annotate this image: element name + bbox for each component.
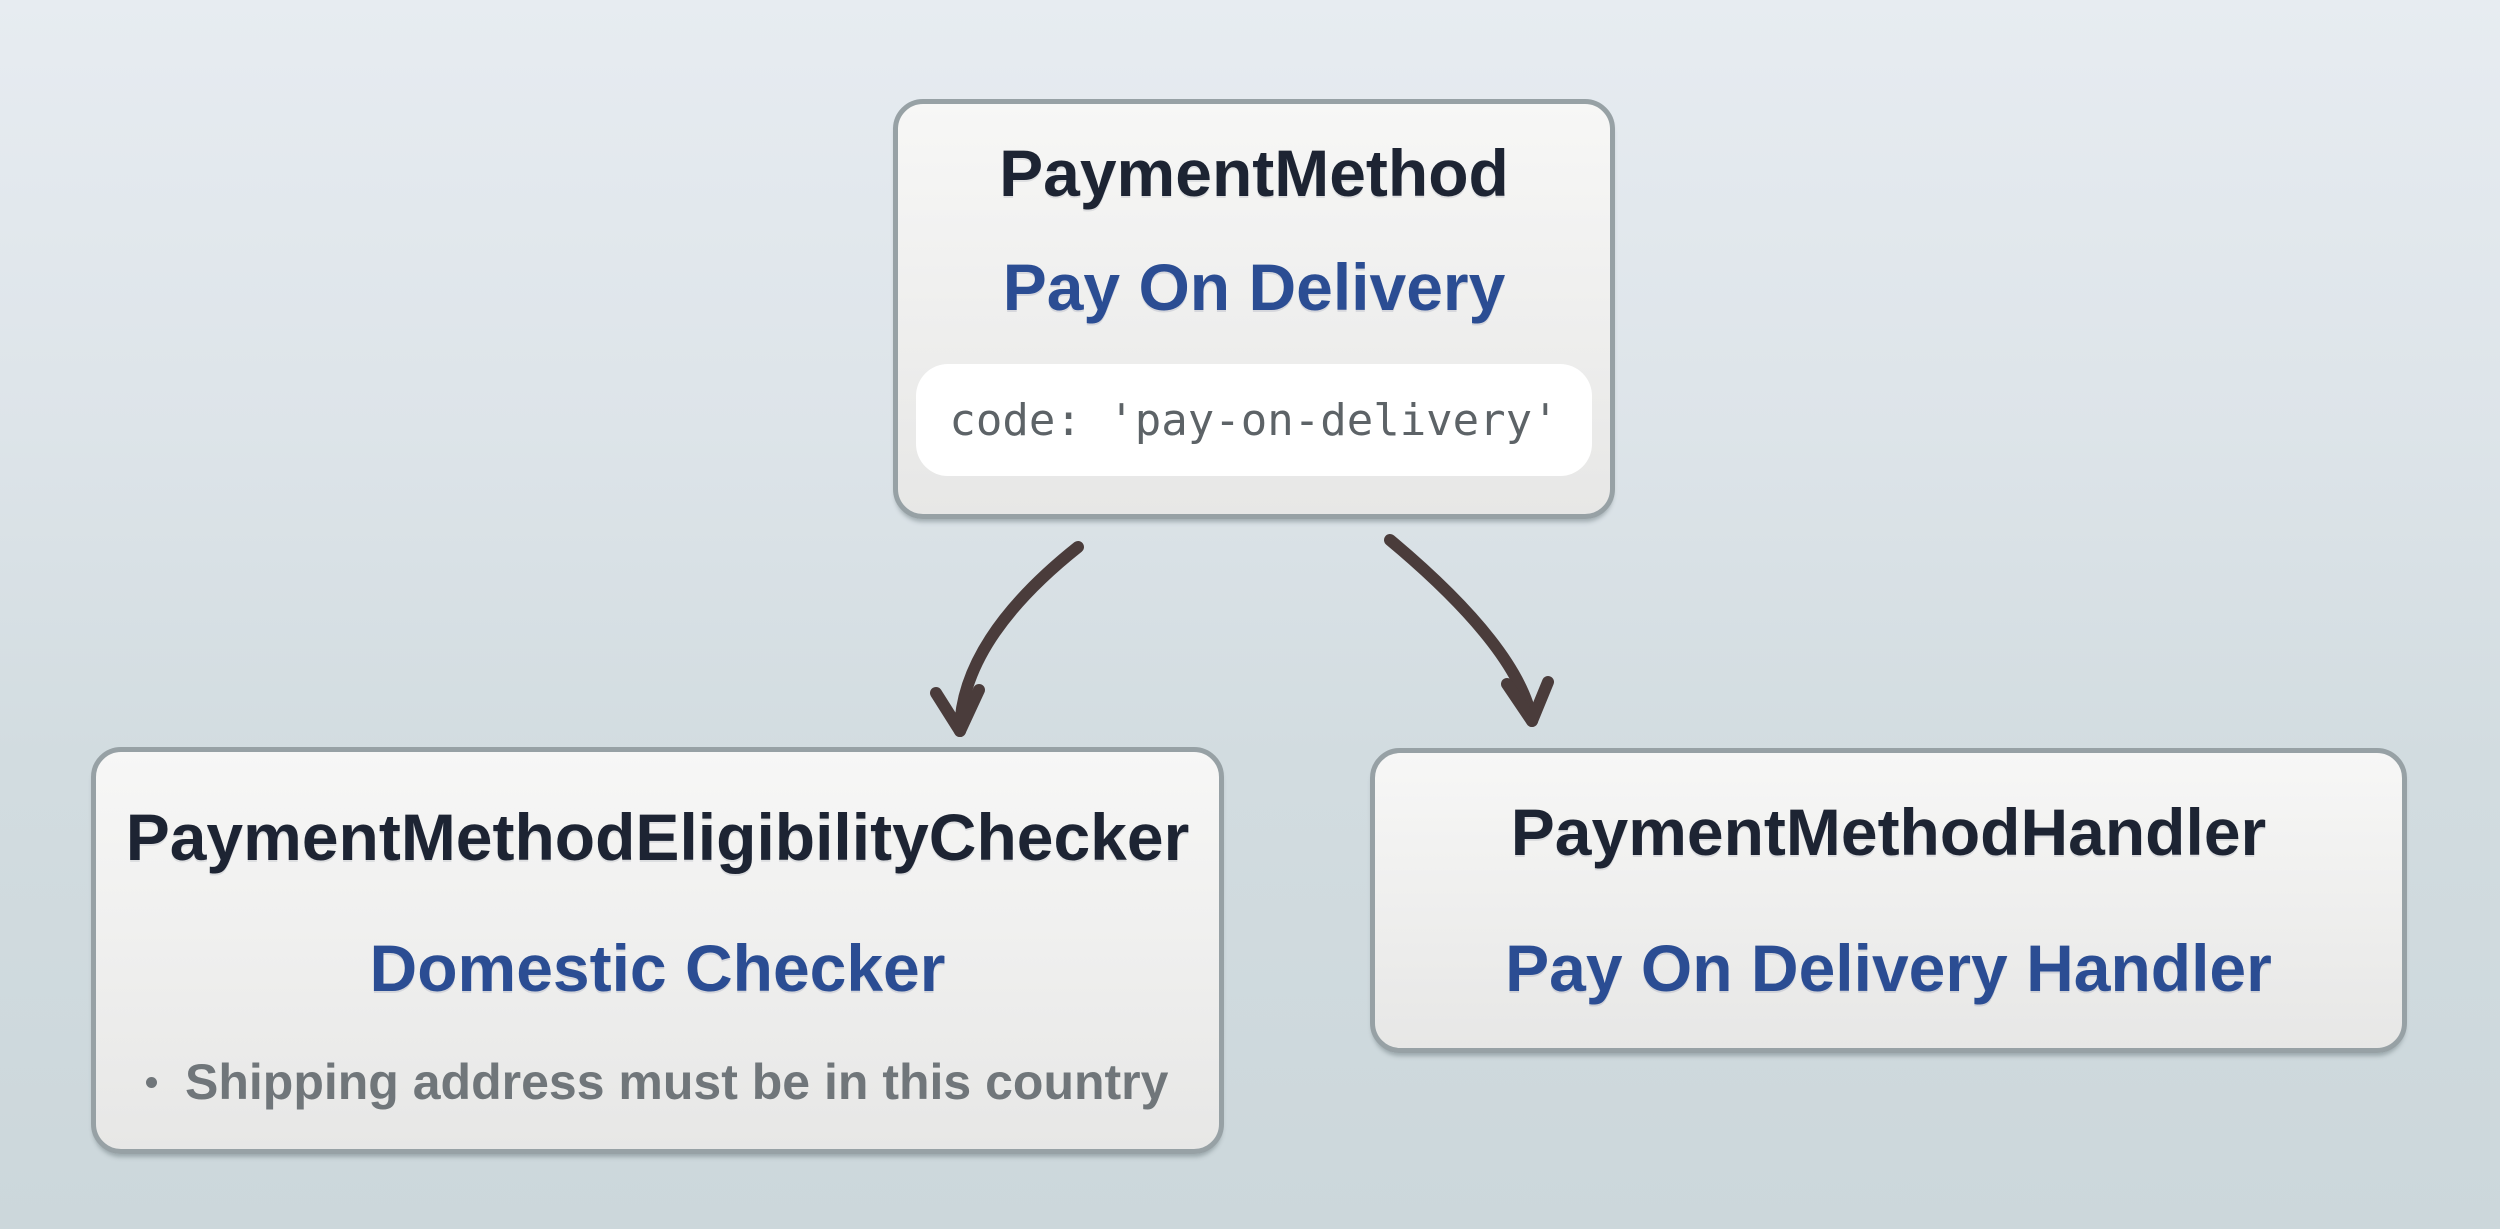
handler-subtitle: Pay On Delivery Handler	[1505, 931, 2272, 1005]
arrow-to-handler	[1384, 534, 1554, 727]
payment-method-title: PaymentMethod	[999, 136, 1509, 210]
handler-title: PaymentMethodHandler	[1510, 795, 2267, 869]
bullet-dot	[146, 1076, 157, 1088]
eligibility-checker-subtitle: Domestic Checker	[369, 931, 946, 1005]
arrow-to-eligibility-checker	[930, 541, 1084, 737]
eligibility-rule-item: Shipping address must be in this country	[146, 1057, 1168, 1107]
eligibility-checker-node: PaymentMethodEligibilityChecker Domestic…	[91, 747, 1224, 1154]
payment-method-node: PaymentMethod Pay On Delivery code: 'pay…	[893, 99, 1615, 519]
handler-node: PaymentMethodHandler Pay On Delivery Han…	[1370, 748, 2407, 1053]
eligibility-checker-title: PaymentMethodEligibilityChecker	[125, 800, 1190, 874]
payment-method-code-badge: code: 'pay-on-delivery'	[916, 364, 1592, 476]
eligibility-rule-text: Shipping address must be in this country	[185, 1054, 1169, 1110]
payment-method-subtitle: Pay On Delivery	[1002, 250, 1506, 324]
